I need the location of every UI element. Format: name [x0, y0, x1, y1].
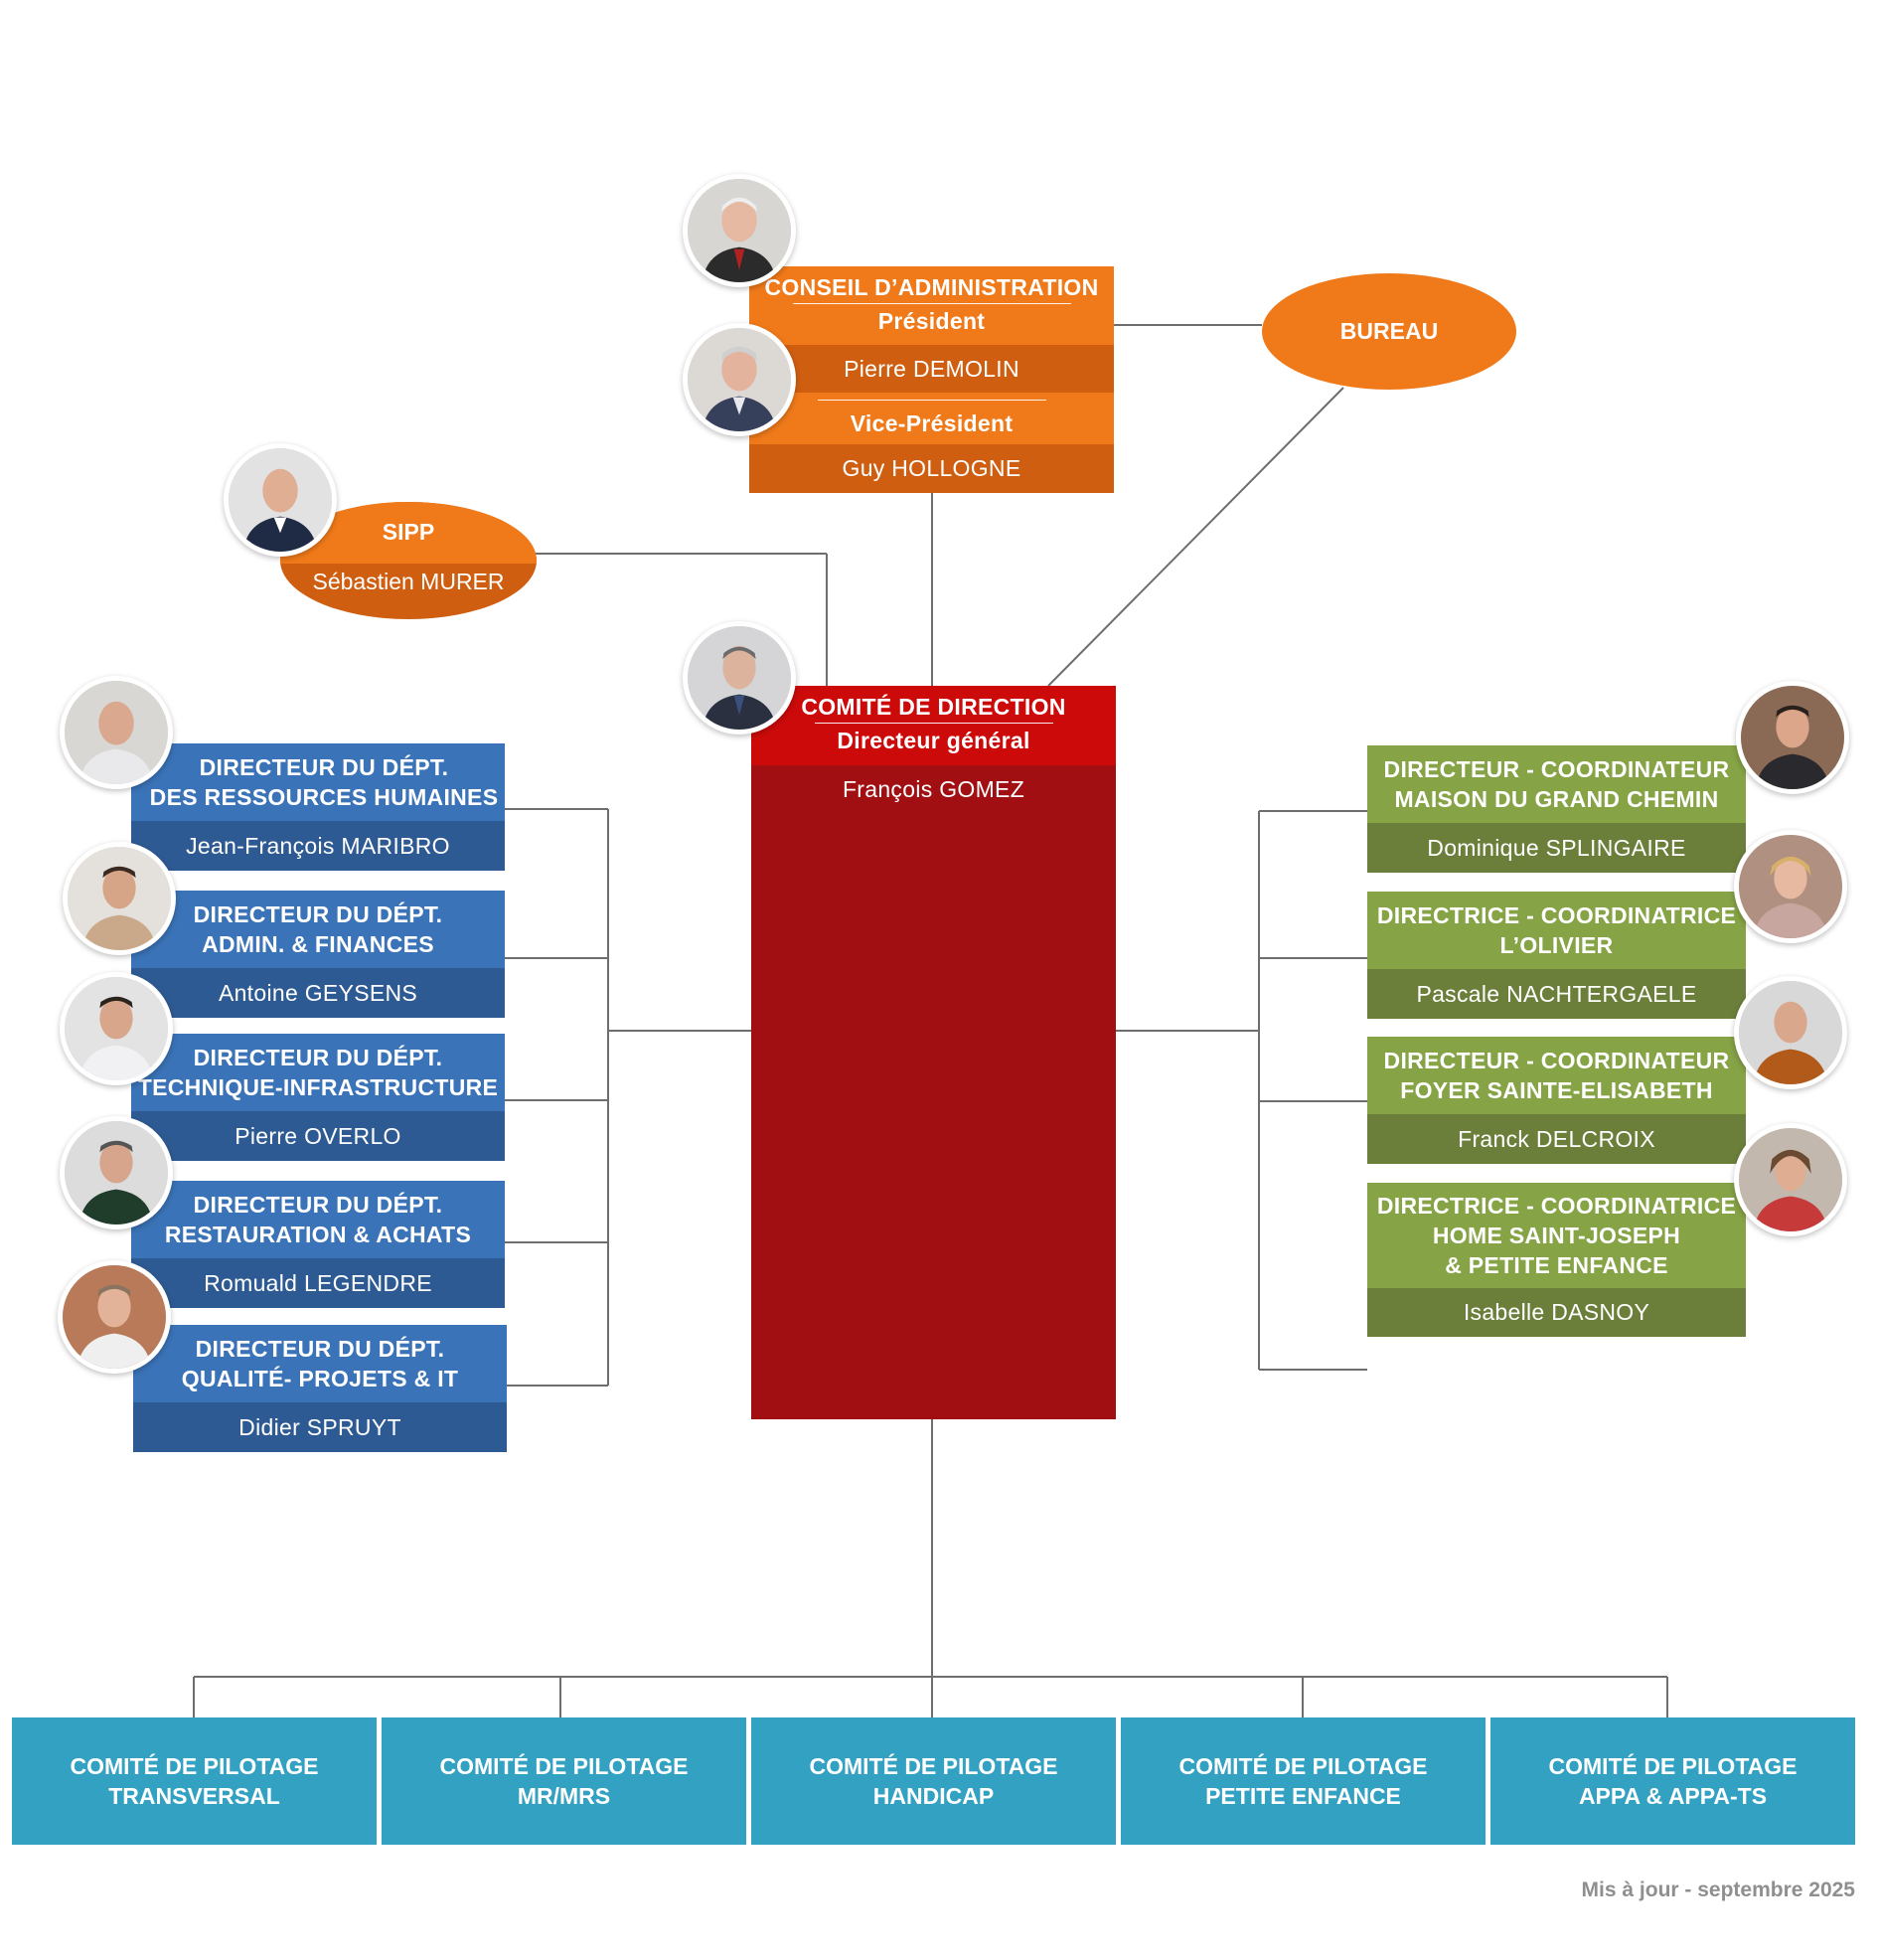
comite-name: François GOMEZ [842, 775, 1025, 802]
right-dept-4-title: DIRECTRICE - COORDINATRICE HOME SAINT-JO… [1367, 1183, 1746, 1288]
sipp-photo [224, 443, 337, 557]
left-dept-1-name: Jean-François MARIBRO [131, 821, 505, 871]
left-dept-4-title-line2: RESTAURATION & ACHATS [164, 1222, 472, 1247]
left-dept-3-name: Pierre OVERLO [131, 1111, 505, 1161]
right-dept-4-title-line2: HOME SAINT-JOSEPH [1432, 1223, 1681, 1248]
right-dept-2-photo [1734, 830, 1847, 943]
sipp-label: SIPP [382, 519, 435, 545]
pilotage-4-line2: PETITE ENFANCE [1205, 1783, 1401, 1809]
vice-president-label: Vice-Président [850, 409, 1014, 436]
right-dept-1-title: DIRECTEUR - COORDINATEUR MAISON DU GRAND… [1367, 745, 1746, 823]
right-dept-2-name: Pascale NACHTERGAELE [1367, 969, 1746, 1019]
pilotage-3-line1: COMITÉ DE PILOTAGE [809, 1753, 1058, 1779]
left-dept-4-title: DIRECTEUR DU DÉPT. RESTAURATION & ACHATS [131, 1181, 505, 1258]
right-dept-1-name: Dominique SPLINGAIRE [1367, 823, 1746, 873]
left-dept-5-title-line1: DIRECTEUR DU DÉPT. [195, 1336, 445, 1362]
right-dept-3-name: Franck DELCROIX [1367, 1114, 1746, 1164]
comite-direction-box: COMITÉ DE DIRECTION Directeur général Fr… [751, 686, 1116, 1419]
right-dept-1-title-line1: DIRECTEUR - COORDINATEUR [1383, 756, 1730, 782]
vice-president-divider [817, 399, 1046, 401]
left-department-5: DIRECTEUR DU DÉPT. QUALITÉ- PROJETS & IT… [133, 1325, 507, 1452]
conseil-title-underline [792, 302, 1071, 304]
pilotage-3-line2: HANDICAP [872, 1783, 995, 1809]
president-name: Pierre DEMOLIN [749, 345, 1114, 393]
pilotage-petite-enfance: COMITÉ DE PILOTAGE PETITE ENFANCE [1121, 1717, 1486, 1845]
right-dept-2-title: DIRECTRICE - COORDINATRICE L’OLIVIER [1367, 892, 1746, 969]
comite-title-underline [814, 723, 1053, 724]
left-dept-5-title-line2: QUALITÉ- PROJETS & IT [181, 1366, 459, 1391]
left-dept-4-name: Romuald LEGENDRE [131, 1258, 505, 1308]
left-department-2: DIRECTEUR DU DÉPT. ADMIN. & FINANCES Ant… [131, 891, 505, 1018]
vice-president-photo [683, 323, 796, 436]
conseil-title: CONSEIL D’ADMINISTRATION [764, 273, 1099, 300]
left-dept-4-title-line1: DIRECTEUR DU DÉPT. [193, 1192, 443, 1218]
pilotage-4-line1: COMITÉ DE PILOTAGE [1178, 1753, 1428, 1779]
pilotage-appa: COMITÉ DE PILOTAGE APPA & APPA-TS [1490, 1717, 1855, 1845]
comite-title-block: COMITÉ DE DIRECTION Directeur général [751, 686, 1116, 765]
director-general-photo [683, 621, 796, 735]
right-department-2: DIRECTRICE - COORDINATRICE L’OLIVIER Pas… [1367, 892, 1746, 1019]
right-dept-4-title-line3: & PETITE ENFANCE [1445, 1252, 1668, 1278]
right-dept-1-photo [1736, 681, 1849, 794]
left-dept-4-photo [60, 1116, 173, 1229]
left-dept-2-title: DIRECTEUR DU DÉPT. ADMIN. & FINANCES [131, 891, 505, 968]
president-photo [683, 174, 796, 287]
left-dept-3-photo [60, 972, 173, 1085]
vice-president-name: Guy HOLLOGNE [749, 444, 1114, 493]
pilotage-handicap: COMITÉ DE PILOTAGE HANDICAP [751, 1717, 1116, 1845]
right-dept-3-title-line1: DIRECTEUR - COORDINATEUR [1383, 1048, 1730, 1073]
right-dept-3-title: DIRECTEUR - COORDINATEUR FOYER SAINTE-EL… [1367, 1037, 1746, 1114]
left-dept-1-title: DIRECTEUR DU DÉPT. DES RESSOURCES HUMAIN… [131, 743, 505, 821]
left-department-4: DIRECTEUR DU DÉPT. RESTAURATION & ACHATS… [131, 1181, 505, 1308]
left-dept-1-title-line2: DES RESSOURCES HUMAINES [149, 784, 499, 810]
pilotage-5-line2: APPA & APPA-TS [1578, 1783, 1768, 1809]
bureau-ellipse: BUREAU [1262, 273, 1516, 390]
president-label: Président [877, 307, 986, 334]
left-dept-2-title-line1: DIRECTEUR DU DÉPT. [193, 901, 443, 927]
pilotage-transversal: COMITÉ DE PILOTAGE TRANSVERSAL [12, 1717, 377, 1845]
right-dept-4-title-line1: DIRECTRICE - COORDINATRICE [1376, 1193, 1737, 1219]
left-department-3: DIRECTEUR DU DÉPT. TECHNIQUE-INFRASTRUCT… [131, 1034, 505, 1161]
right-department-4: DIRECTRICE - COORDINATRICE HOME SAINT-JO… [1367, 1183, 1746, 1337]
pilotage-2-line2: MR/MRS [517, 1783, 611, 1809]
left-dept-2-name: Antoine GEYSENS [131, 968, 505, 1018]
pilotage-2-line1: COMITÉ DE PILOTAGE [439, 1753, 689, 1779]
pilotage-mr-mrs: COMITÉ DE PILOTAGE MR/MRS [382, 1717, 746, 1845]
left-dept-3-title-line1: DIRECTEUR DU DÉPT. [193, 1045, 443, 1070]
left-dept-5-name: Didier SPRUYT [133, 1402, 507, 1452]
left-dept-5-photo [58, 1260, 171, 1374]
right-dept-4-name: Isabelle DASNOY [1367, 1288, 1746, 1337]
pilotage-1-line2: TRANSVERSAL [108, 1783, 280, 1809]
right-dept-3-photo [1734, 976, 1847, 1089]
left-dept-1-photo [60, 676, 173, 789]
right-department-1: DIRECTEUR - COORDINATEUR MAISON DU GRAND… [1367, 745, 1746, 873]
right-dept-4-photo [1734, 1123, 1847, 1236]
left-dept-2-photo [63, 842, 176, 955]
right-dept-1-title-line2: MAISON DU GRAND CHEMIN [1394, 786, 1719, 812]
left-dept-1-title-line1: DIRECTEUR DU DÉPT. [199, 754, 449, 780]
left-dept-5-title: DIRECTEUR DU DÉPT. QUALITÉ- PROJETS & IT [133, 1325, 507, 1402]
left-department-1: DIRECTEUR DU DÉPT. DES RESSOURCES HUMAIN… [131, 743, 505, 871]
conseil-title-block: CONSEIL D’ADMINISTRATION Président [749, 266, 1114, 345]
left-dept-3-title: DIRECTEUR DU DÉPT. TECHNIQUE-INFRASTRUCT… [131, 1034, 505, 1111]
right-dept-2-title-line2: L’OLIVIER [1499, 932, 1614, 958]
vice-president-label-block: Vice-Président [749, 393, 1114, 444]
conseil-administration-box: CONSEIL D’ADMINISTRATION Président Pierr… [749, 266, 1114, 493]
right-dept-2-title-line1: DIRECTRICE - COORDINATRICE [1376, 902, 1737, 928]
comite-role: Directeur général [837, 728, 1030, 753]
pilotage-1-line1: COMITÉ DE PILOTAGE [70, 1753, 319, 1779]
sipp-name: Sébastien MURER [312, 569, 505, 594]
update-date: Mis à jour - septembre 2025 [1581, 1878, 1855, 1901]
right-department-3: DIRECTEUR - COORDINATEUR FOYER SAINTE-EL… [1367, 1037, 1746, 1164]
right-dept-3-title-line2: FOYER SAINTE-ELISABETH [1400, 1077, 1713, 1103]
left-dept-2-title-line2: ADMIN. & FINANCES [202, 931, 434, 957]
left-dept-3-title-line2: TECHNIQUE-INFRASTRUCTURE [137, 1074, 499, 1100]
pilotage-5-line1: COMITÉ DE PILOTAGE [1548, 1753, 1798, 1779]
comite-title: COMITÉ DE DIRECTION [801, 694, 1066, 720]
